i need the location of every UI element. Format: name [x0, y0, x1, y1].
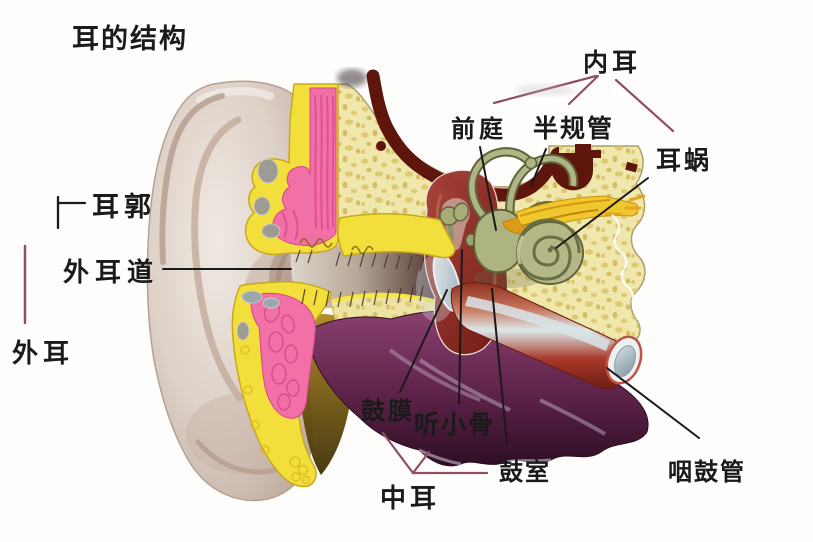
inner-ear-connector-canals [567, 74, 600, 106]
pointer-line-semicircular-canals [530, 148, 547, 187]
pointer-lines [56, 146, 700, 445]
pointer-line-tympanic-cavity [491, 288, 508, 445]
pointer-line-ossicles [458, 249, 463, 405]
pointer-bracket-auricle [56, 195, 87, 230]
shadow-smudge [337, 69, 367, 87]
canal-lower-wall [231, 281, 332, 488]
label-semicircular-canals: 半规管 [533, 114, 614, 143]
pointer-line-vestibule [479, 146, 497, 231]
eustachian-tube-shape [450, 282, 643, 390]
label-ear-canal: 外耳道 [63, 257, 159, 287]
label-tympanic-cavity: 鼓室 [499, 458, 551, 486]
pointer-line-eardrum [399, 289, 448, 393]
neck-muscle-shape [305, 310, 649, 467]
label-middle-ear: 中耳 [380, 484, 440, 513]
cartilage-upper [272, 87, 337, 246]
incus [453, 202, 469, 222]
cochlea-shape [516, 218, 584, 285]
label-vestibule: 前庭 [451, 115, 507, 143]
pointer-line-eustachian-tube [606, 367, 700, 439]
otic-capsule-edge [611, 214, 635, 304]
smudge-mark [515, 84, 575, 96]
inner-ear-connector-cochlea [614, 78, 675, 133]
bone-roof-band [366, 69, 558, 202]
page-title: 耳的结构 [72, 23, 188, 54]
label-outer-ear: 外耳 [12, 339, 74, 368]
labyrinth-shape [467, 147, 646, 304]
label-cochlea: 耳蜗 [656, 147, 712, 175]
canal-roof-strip [337, 212, 456, 259]
label-eustachian-tube: 咽鼓管 [668, 458, 746, 486]
pointer-line-cochlea [555, 177, 649, 249]
antihelix-fold [191, 116, 244, 402]
label-inner-ear: 内耳 [583, 49, 641, 77]
canal-hairs [295, 249, 425, 308]
earlobe-crease [195, 439, 285, 475]
middle-ear-bracket [381, 431, 489, 475]
helix-fold [159, 93, 225, 265]
canal-upper-wall [244, 83, 456, 259]
label-eardrum: 鼓膜 [361, 398, 415, 425]
bone-ridge-steps [549, 144, 601, 191]
label-ossicles: 听小骨 [414, 411, 495, 439]
label-auricle: 耳郭 [92, 192, 156, 222]
